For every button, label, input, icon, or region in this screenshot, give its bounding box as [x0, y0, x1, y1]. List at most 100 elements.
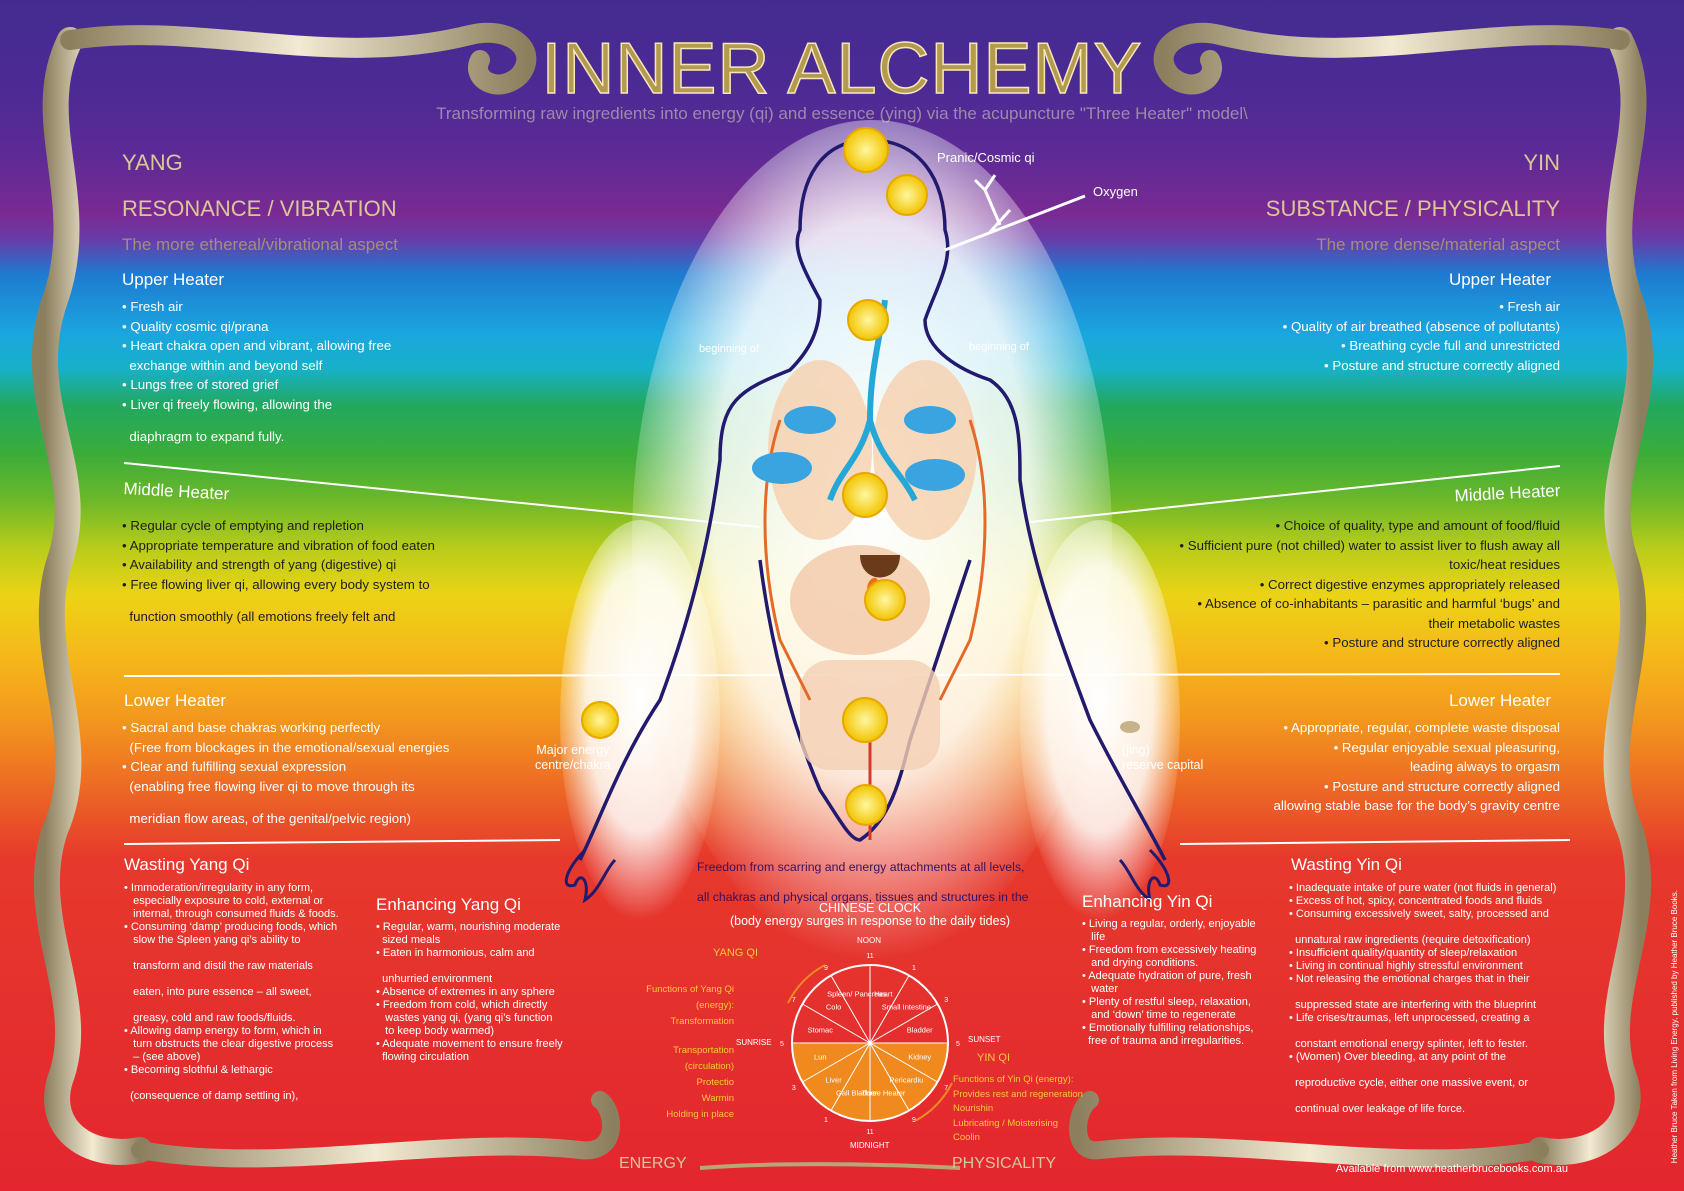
list-item: • Fresh air	[122, 299, 183, 314]
yin-upper-list: • Fresh air• Quality of air breathed (ab…	[1283, 297, 1560, 375]
list-item: internal, through consumed fluids & food…	[124, 908, 339, 920]
clock-hour-number: 3	[944, 997, 948, 1004]
list-item: wastes yang qi, (yang qi’s function	[376, 1012, 553, 1024]
freedom-line-2: all chakras and physical organs, tissues…	[697, 890, 1029, 904]
list-item: • Consuming excessively sweet, salty, pr…	[1289, 908, 1549, 920]
energy-flow-right	[938, 419, 987, 701]
list-item	[1289, 1090, 1556, 1103]
chakra-legend	[581, 701, 619, 739]
list-item: • Eaten in harmonious, calm and	[376, 947, 535, 959]
major-energy-label: Major energy centre/chakra	[535, 743, 611, 773]
major-energy-line-1: Major energy	[536, 743, 610, 757]
yang-heading: RESONANCE / VIBRATION	[122, 196, 397, 221]
clock-divider	[869, 1042, 910, 1111]
footer-availability: Available from www.heatherbrucebooks.com…	[1335, 1163, 1568, 1175]
list-item: (Free from blockages in the emotional/se…	[122, 739, 450, 755]
clock-divider	[869, 1003, 938, 1044]
list-item: • Living a regular, orderly, enjoyable	[1082, 918, 1256, 930]
yin-arrow	[914, 1082, 953, 1122]
list-item: • Sacral and base chakras working perfec…	[122, 720, 381, 735]
credit-text: Heather Bruce Taken from Living Energy, …	[1670, 890, 1679, 1164]
list-item: • Fresh air	[1499, 299, 1560, 314]
clock-sunset: SUNSET	[968, 1035, 1001, 1044]
list-item: (enabling free flowing liver qi to move …	[122, 778, 415, 794]
jing-line-2: reserve capital	[1122, 758, 1204, 772]
list-item: unnatural raw ingredients (require detox…	[1289, 934, 1531, 946]
list-item: • Regular, warm, nourishing moderate	[376, 921, 561, 933]
oxygen-branch	[944, 174, 1086, 252]
list-item: leading always to orgasm	[1409, 759, 1560, 774]
clock-segment-label: Gall Bladder	[836, 1089, 878, 1098]
list-item: Provides rest and regeneration	[953, 1088, 1083, 1100]
list-item: sized meals	[376, 934, 441, 946]
yin-subheading: The more dense/material aspect	[1316, 235, 1560, 254]
list-item: life	[1082, 931, 1106, 943]
chakra-spirals	[581, 127, 928, 826]
yang-arrow	[787, 964, 826, 1004]
yang-lower-title: Lower Heater	[124, 691, 227, 710]
list-item: • Availability and strength of yang (dig…	[122, 557, 397, 572]
list-item	[124, 1077, 339, 1090]
list-item: Transformation	[670, 1016, 734, 1027]
ribbon-right	[1527, 27, 1654, 1165]
list-item: • Living in continual highly stressful e…	[1289, 960, 1523, 972]
lung-right	[873, 360, 977, 540]
list-item: Warmin	[701, 1093, 734, 1104]
clock-noon: NOON	[857, 936, 881, 945]
divider-lower-left	[123, 839, 561, 845]
wasting-yang-list: • Immoderation/irregularity in any form,…	[124, 882, 339, 1103]
beginning-left-label: beginning of	[699, 343, 759, 355]
clock-midnight: MIDNIGHT	[850, 1141, 890, 1150]
chakra-heart	[842, 472, 888, 518]
list-item: • Correct digestive enzymes appropriatel…	[1259, 576, 1560, 592]
clock-hour-number: 7	[792, 997, 796, 1004]
list-item: greasy, cold and raw foods/fluids.	[124, 1012, 296, 1024]
yang-middle-list: • Regular cycle of emptying and repletio…	[122, 516, 435, 627]
list-item	[376, 960, 563, 973]
clock-segment-label: Colo	[826, 1003, 841, 1012]
list-item: especially exposure to cold, external or	[124, 895, 324, 907]
physicality-label: PHYSICALITY	[952, 1155, 1057, 1172]
list-item: Holding in place	[666, 1109, 734, 1120]
list-item: • Absence of co-inhabitants – parasitic …	[1197, 596, 1560, 611]
list-item: • Regular cycle of emptying and repletio…	[122, 518, 364, 533]
clock-divider	[802, 1003, 871, 1044]
list-item	[614, 1030, 734, 1043]
chakra-throat	[847, 299, 889, 341]
list-item: continual over leakage of life force.	[1289, 1103, 1466, 1115]
clock-segment-label: Stomac	[808, 1026, 834, 1035]
yin-qi-label: YIN QI	[977, 1052, 1011, 1064]
yin-functions-list: Functions of Yin Qi (energy):Provides re…	[953, 1073, 1083, 1146]
list-item: their metabolic wastes	[1428, 615, 1560, 631]
list-item: • Inadequate intake of pure water (not f…	[1289, 882, 1557, 894]
list-item: • Absence of extremes in any sphere	[376, 986, 555, 998]
arms-glow-right	[1020, 520, 1180, 920]
list-item: • Sufficient pure (not chilled) water to…	[1179, 537, 1560, 553]
yang-functions-list: Functions of Yang Qi (energy): Transforma…	[614, 982, 734, 1123]
list-item: Nourishin	[953, 1103, 994, 1114]
list-item: Transportation	[673, 1045, 734, 1056]
list-item: free of trauma and irregularities.	[1082, 1035, 1245, 1047]
clock-segment-label: Kidney	[908, 1052, 931, 1061]
clock-hour-number: 1	[912, 965, 916, 972]
clock-segment-label: Lun	[814, 1052, 827, 1061]
list-item: exchange within and beyond self	[122, 357, 323, 373]
chakra-solar	[864, 579, 906, 621]
list-item	[1289, 1025, 1556, 1038]
list-item: Functions of Yang Qi (energy):	[646, 984, 734, 1011]
clock-hour-number: 1	[824, 1117, 828, 1124]
wasting-yang-title: Wasting Yang Qi	[124, 855, 250, 874]
list-item: – (see above)	[124, 1051, 201, 1063]
ribbon-bottom-left	[131, 1091, 620, 1168]
list-item: flowing circulation	[376, 1051, 469, 1063]
list-item: eaten, into pure essence – all sweet,	[124, 986, 312, 998]
clock-segment-label: Three Heater	[861, 1089, 906, 1098]
clock-divider	[830, 975, 871, 1044]
list-item: • Appropriate temperature and vibration …	[122, 537, 435, 553]
divider-lower-right	[1179, 839, 1571, 845]
list-item: Protectio	[696, 1077, 735, 1088]
freedom-text: Freedom from scarring and energy attachm…	[697, 852, 1029, 912]
list-item: • Becoming slothful & lethargic	[124, 1064, 273, 1076]
clock-segment-label: Bladder	[907, 1026, 933, 1035]
